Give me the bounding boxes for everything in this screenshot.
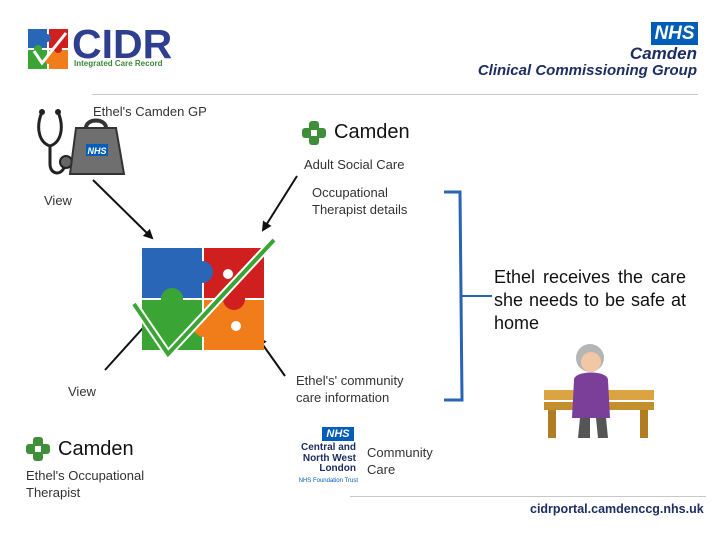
cidr-logo-subtitle: Integrated Care Record — [74, 59, 163, 68]
cidr-logo — [26, 25, 176, 73]
cidr-puzzle-icon — [28, 29, 68, 69]
puzzle-tick-icon — [130, 238, 277, 360]
ccg-name-line1: Camden — [629, 44, 697, 63]
view-label-top: View — [44, 193, 72, 208]
cnwl-nhs-badge: NHS — [322, 427, 354, 441]
camden-cross-icon — [302, 121, 326, 145]
header-divider — [92, 94, 698, 95]
ot-details-label: Occupational Therapist details — [312, 185, 408, 217]
cnwl-trust: NHS Foundation Trust — [298, 478, 358, 484]
ccg-name-line2: Clinical Commissioning Group — [477, 62, 697, 79]
nhs-badge: NHS — [651, 22, 698, 45]
gp-label: Ethel's Camden GP — [93, 104, 207, 119]
community-care-label: Community Care — [367, 445, 433, 477]
svg-text:NHS: NHS — [87, 146, 106, 156]
outcome-text: Ethel receives the care she needs to be … — [494, 267, 686, 333]
camden-logo-text: Camden — [334, 121, 410, 143]
cidr-logo-text: CIDR — [72, 21, 173, 67]
arrow-gp-to-cidr — [92, 179, 154, 240]
view-label-bottom: View — [68, 384, 96, 399]
portal-url[interactable]: cidrportal.camdenccg.nhs.uk — [530, 502, 704, 516]
footer-divider — [350, 496, 706, 497]
adult-social-care-label: Adult Social Care — [304, 157, 405, 172]
camden-cross-icon — [26, 437, 50, 461]
cnwl-name: Central and North West London — [300, 442, 356, 474]
camden-logo-text-bottom: Camden — [58, 438, 134, 460]
arrow-asc-to-cidr — [261, 175, 298, 232]
elderly-woman-bench-icon — [544, 344, 654, 438]
ethel-ot-label: Ethel's Occupational Therapist — [26, 468, 145, 500]
stethoscope-bag-icon: NHS — [37, 109, 126, 175]
outcome-bracket — [444, 190, 464, 402]
community-info-label: Ethel's' community care information — [296, 373, 404, 405]
